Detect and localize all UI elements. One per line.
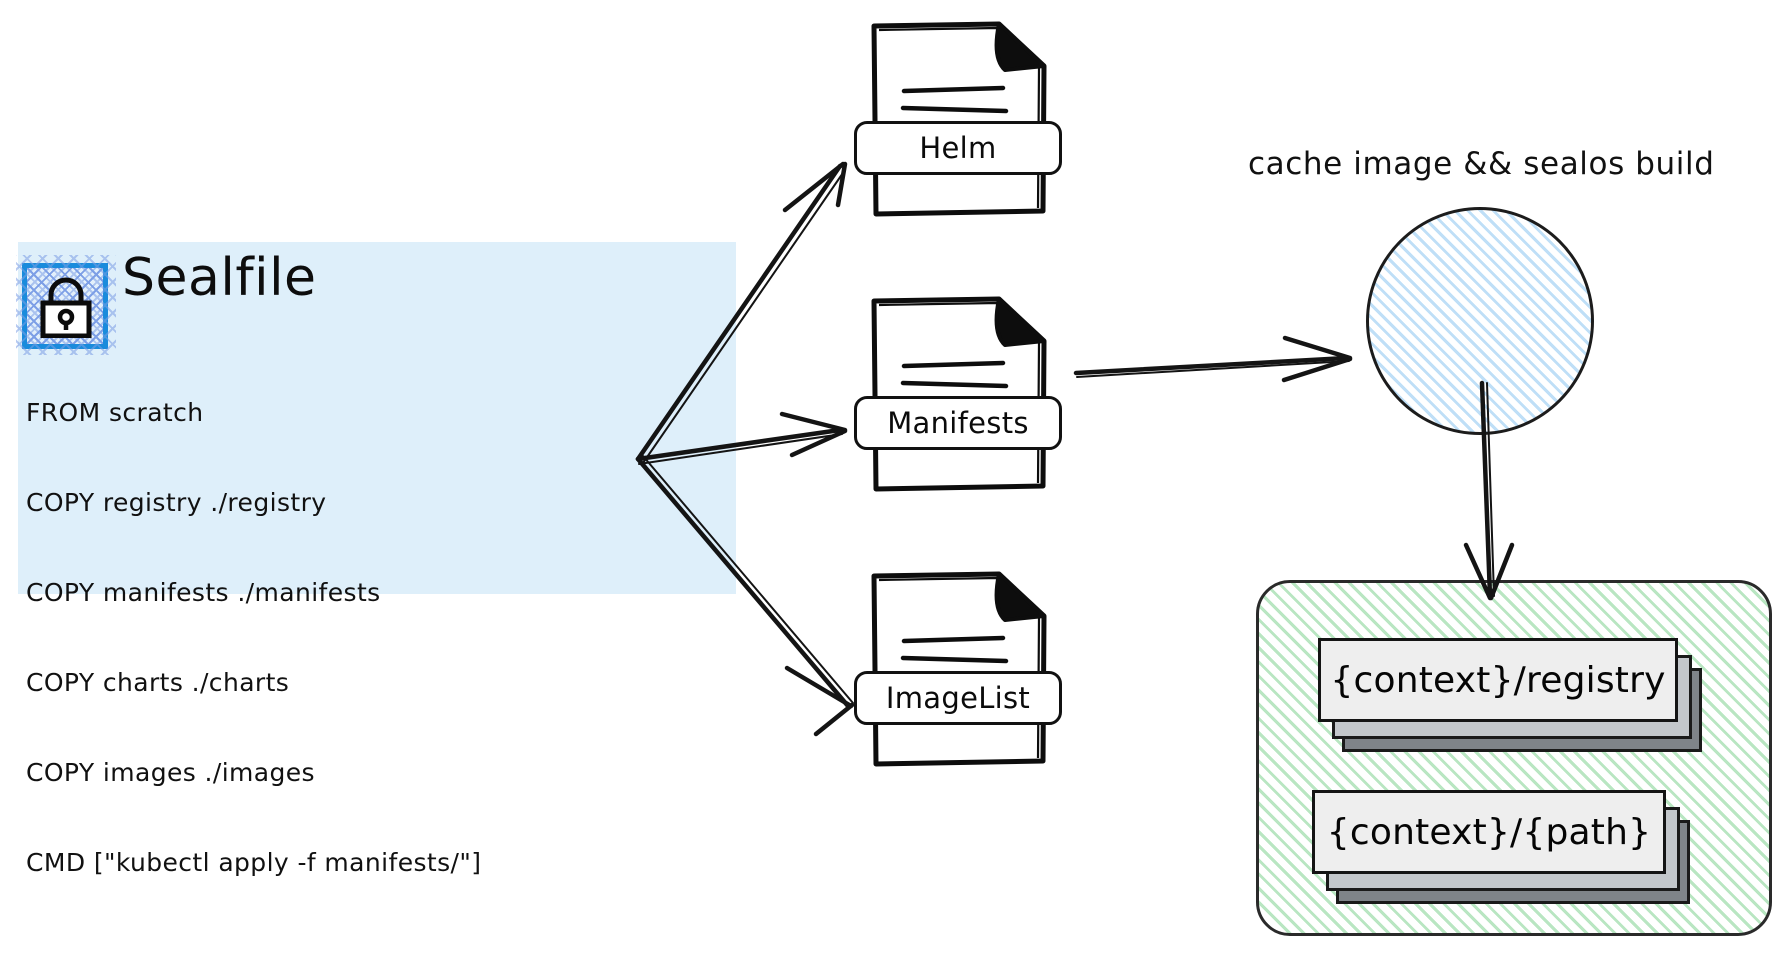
document-icon xyxy=(871,296,1047,492)
artifact-node-imagelist[interactable]: ImageList xyxy=(854,568,1062,768)
artifact-label: Helm xyxy=(854,121,1062,175)
code-line: COPY manifests ./manifests xyxy=(26,578,381,607)
code-line: COPY charts ./charts xyxy=(26,668,290,697)
output-stack-registry[interactable]: {context}/registry xyxy=(1318,638,1702,752)
code-line: FROM scratch xyxy=(26,398,204,427)
code-line: CMD ["kubectl apply -f manifests/"] xyxy=(26,848,482,877)
stack-front-card: {context}/{path} xyxy=(1312,790,1666,874)
code-line: COPY images ./images xyxy=(26,758,315,787)
stack-label: {context}/{path} xyxy=(1326,811,1652,853)
output-stack-path[interactable]: {context}/{path} xyxy=(1312,790,1690,904)
artifact-node-helm[interactable]: Helm xyxy=(854,18,1062,218)
stack-front-card: {context}/registry xyxy=(1318,638,1678,722)
artifact-label: Manifests xyxy=(854,396,1062,450)
document-icon xyxy=(871,21,1047,217)
stack-label: {context}/registry xyxy=(1330,659,1666,701)
build-stage-circle xyxy=(1366,207,1594,435)
artifact-node-manifests[interactable]: Manifests xyxy=(854,293,1062,493)
document-icon xyxy=(871,571,1047,767)
sealfile-panel xyxy=(18,242,736,594)
page-title: Sealfile xyxy=(122,248,317,308)
arrow-manifests-to-build xyxy=(1073,335,1353,383)
artifact-label: ImageList xyxy=(854,671,1062,725)
build-stage-caption: cache image && sealos build xyxy=(1248,146,1715,182)
sealfile-code-block: FROM scratch COPY registry ./registry CO… xyxy=(26,338,686,938)
code-line: COPY registry ./registry xyxy=(26,488,327,517)
lock-icon xyxy=(40,277,92,338)
